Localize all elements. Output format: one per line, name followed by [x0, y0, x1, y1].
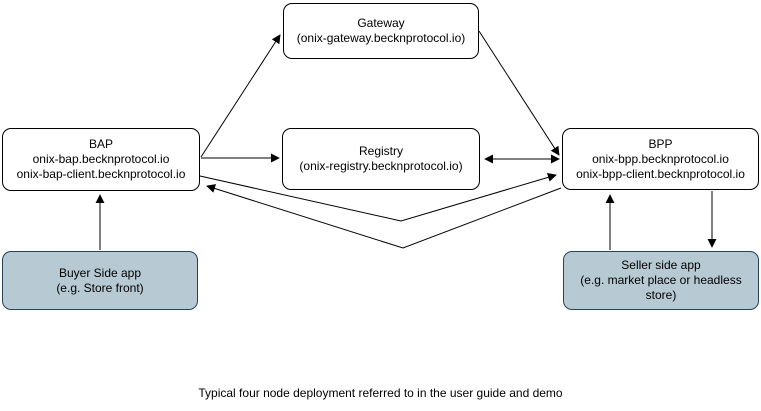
node-bap: BAP onix-bap.becknprotocol.io onix-bap-c… — [2, 128, 200, 191]
edge-bpp-to-bap — [206, 184, 562, 249]
gateway-url: (onix-gateway.becknprotocol.io) — [296, 31, 466, 45]
buyer-app-subtitle: (e.g. Store front) — [56, 280, 144, 295]
node-buyer-app: Buyer Side app (e.g. Store front) — [2, 251, 198, 310]
seller-app-title: Seller side app — [621, 258, 701, 272]
buyer-app-title: Buyer Side app — [58, 265, 142, 280]
gateway-title: Gateway — [357, 16, 405, 30]
bap-url-2: onix-bap-client.becknprotocol.io — [16, 167, 186, 181]
edge-bap-to-gateway — [200, 34, 281, 158]
node-seller-app: Seller side app (e.g. market place or he… — [563, 251, 759, 310]
bap-url-1: onix-bap.becknprotocol.io — [32, 152, 170, 166]
bap-title: BAP — [88, 137, 113, 151]
diagram-caption: Typical four node deployment referred to… — [198, 386, 563, 400]
registry-title: Registry — [358, 144, 403, 158]
edge-gateway-to-bpp — [478, 30, 560, 156]
bpp-url-1: onix-bpp.becknprotocol.io — [592, 151, 729, 166]
node-bpp: BPP onix-bpp.becknprotocol.io onix-bpp-c… — [562, 128, 759, 190]
node-registry: Registry (onix-registry.becknprotocol.io… — [282, 128, 480, 190]
node-gateway: Gateway (onix-gateway.becknprotocol.io) — [283, 3, 479, 59]
seller-app-subtitle: (e.g. market place or headless store) — [580, 273, 742, 302]
bpp-url-2: onix-bpp-client.becknprotocol.io — [576, 166, 745, 181]
bpp-title: BPP — [648, 136, 673, 151]
registry-url: (onix-registry.becknprotocol.io) — [299, 159, 463, 173]
